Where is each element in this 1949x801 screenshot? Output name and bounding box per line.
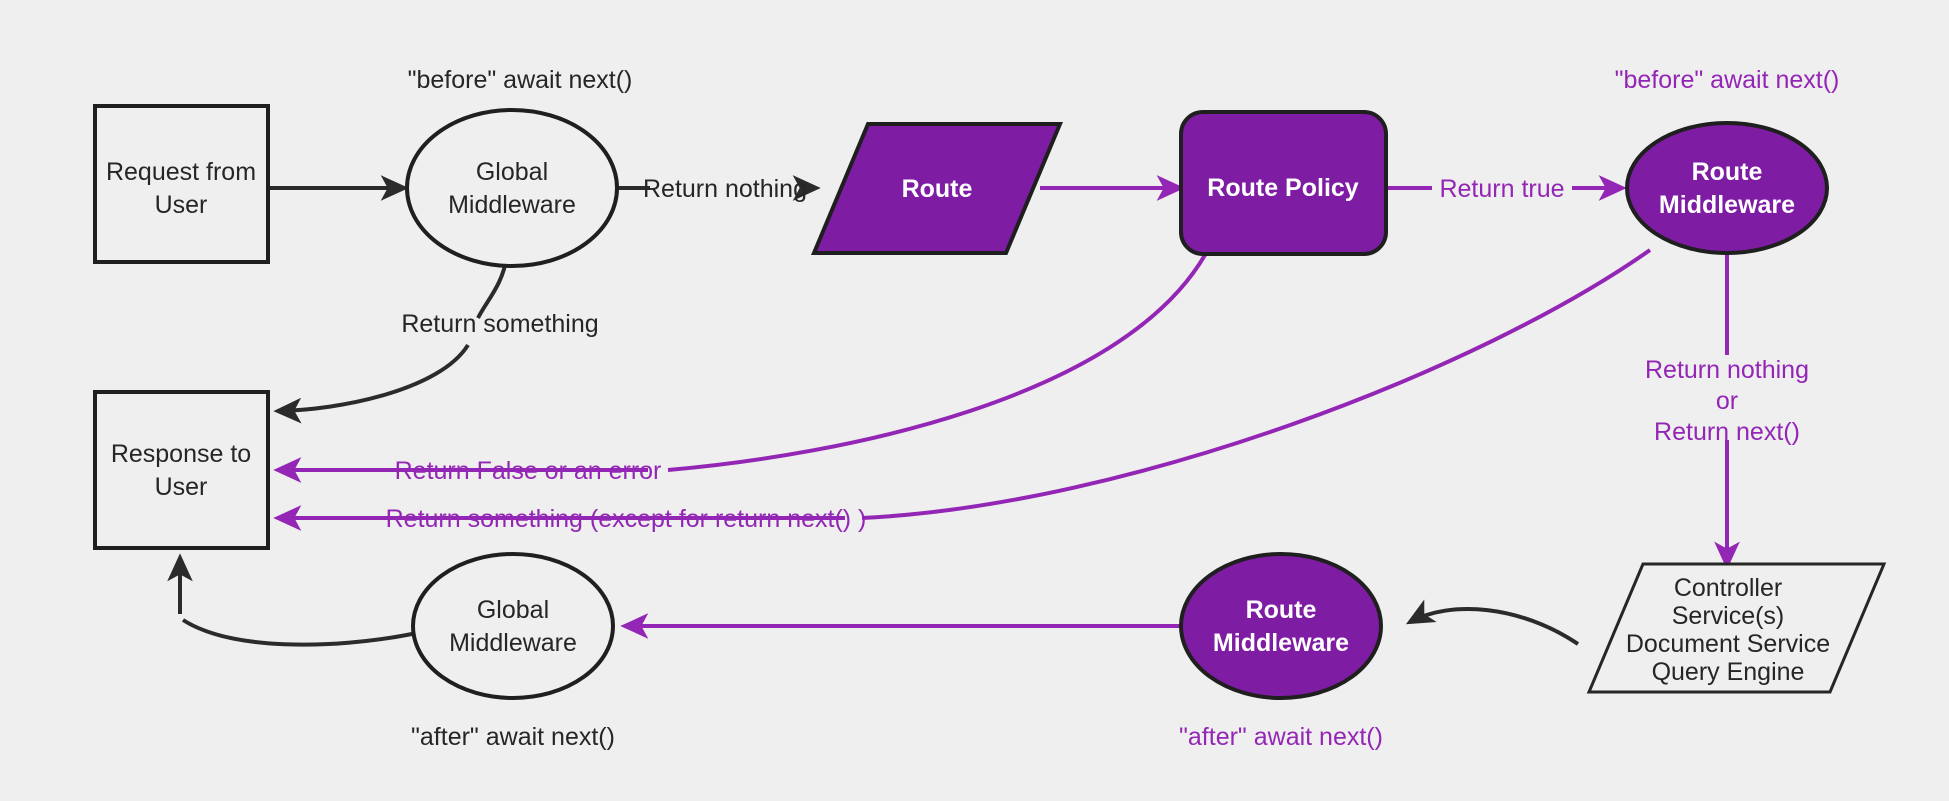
global-middleware-bottom-shape bbox=[411, 552, 615, 700]
edge-label-return-something-top: Return something bbox=[401, 310, 598, 338]
controller-shape bbox=[1586, 562, 1887, 694]
node-route-policy[interactable]: Route Policy bbox=[1179, 110, 1388, 256]
edge-global-middleware-bottom-to-response-curve bbox=[181, 618, 413, 647]
request-box-shape bbox=[93, 104, 270, 264]
request-label-line2: User bbox=[155, 191, 208, 219]
node-route-middleware-top[interactable]: Route Middleware bbox=[1625, 121, 1829, 255]
node-controller-services[interactable]: Controller Service(s) Document Service Q… bbox=[1586, 562, 1887, 694]
global-middleware-top-shape bbox=[405, 108, 619, 268]
annotation-before-await-next-left: "before" await next() bbox=[408, 66, 633, 94]
edge-label-return-false-or-error: Return False or an error bbox=[395, 457, 662, 485]
route-shape bbox=[810, 122, 1064, 255]
global-middleware-top-label-line2: Middleware bbox=[448, 191, 576, 219]
edge-label-return-nothing-right-line2: or bbox=[1716, 387, 1738, 415]
request-label-line1: Request from bbox=[106, 158, 256, 186]
global-middleware-top-label-line1: Global bbox=[476, 158, 548, 186]
edge-controller-to-route-middleware-bottom bbox=[1405, 599, 1580, 646]
route-policy-shape bbox=[1179, 110, 1388, 256]
controller-line-3: Document Service bbox=[1626, 630, 1830, 658]
edge-label-return-nothing-right-line3: Return next() bbox=[1654, 418, 1800, 446]
edge-route-policy-to-response-curve bbox=[667, 253, 1207, 472]
node-route[interactable]: Route bbox=[810, 122, 1064, 255]
global-middleware-bottom-label-line2: Middleware bbox=[449, 629, 577, 657]
route-middleware-top-label-line1: Route bbox=[1692, 158, 1763, 186]
response-box-shape bbox=[93, 390, 270, 550]
annotation-after-await-next-right: "after" await next() bbox=[1179, 723, 1383, 751]
controller-line-2: Service(s) bbox=[1672, 602, 1785, 630]
response-label-line2: User bbox=[155, 473, 208, 501]
edge-label-return-something-except: Return something (except for return next… bbox=[386, 505, 867, 533]
response-label-line1: Response to bbox=[111, 440, 251, 468]
route-middleware-bottom-label-line2: Middleware bbox=[1213, 629, 1349, 657]
route-middleware-bottom-label-line1: Route bbox=[1246, 596, 1317, 624]
controller-line-4: Query Engine bbox=[1652, 658, 1805, 686]
route-policy-label: Route Policy bbox=[1207, 174, 1359, 202]
route-middleware-bottom-shape bbox=[1179, 552, 1383, 700]
annotation-before-await-next-right: "before" await next() bbox=[1615, 66, 1840, 94]
annotation-after-await-next-left: "after" await next() bbox=[411, 723, 615, 751]
node-route-middleware-bottom[interactable]: Route Middleware bbox=[1179, 552, 1383, 700]
node-request-from-user[interactable]: Request from User bbox=[93, 104, 270, 264]
route-middleware-top-shape bbox=[1625, 121, 1829, 255]
edge-label-return-nothing: Return nothing bbox=[643, 175, 807, 203]
route-label: Route bbox=[902, 175, 973, 203]
edge-label-return-nothing-right-line1: Return nothing bbox=[1645, 356, 1809, 384]
node-global-middleware-bottom[interactable]: Global Middleware bbox=[411, 552, 615, 700]
node-response-to-user[interactable]: Response to User bbox=[93, 390, 270, 550]
controller-line-1: Controller bbox=[1674, 574, 1782, 602]
edge-route-middleware-to-response-curve bbox=[861, 248, 1652, 520]
edge-global-middleware-return-something-lower bbox=[273, 343, 470, 424]
node-global-middleware-top[interactable]: Global Middleware bbox=[405, 108, 619, 268]
route-middleware-top-label-line2: Middleware bbox=[1659, 191, 1795, 219]
edge-label-return-true: Return true bbox=[1439, 175, 1564, 203]
global-middleware-bottom-label-line1: Global bbox=[477, 596, 549, 624]
